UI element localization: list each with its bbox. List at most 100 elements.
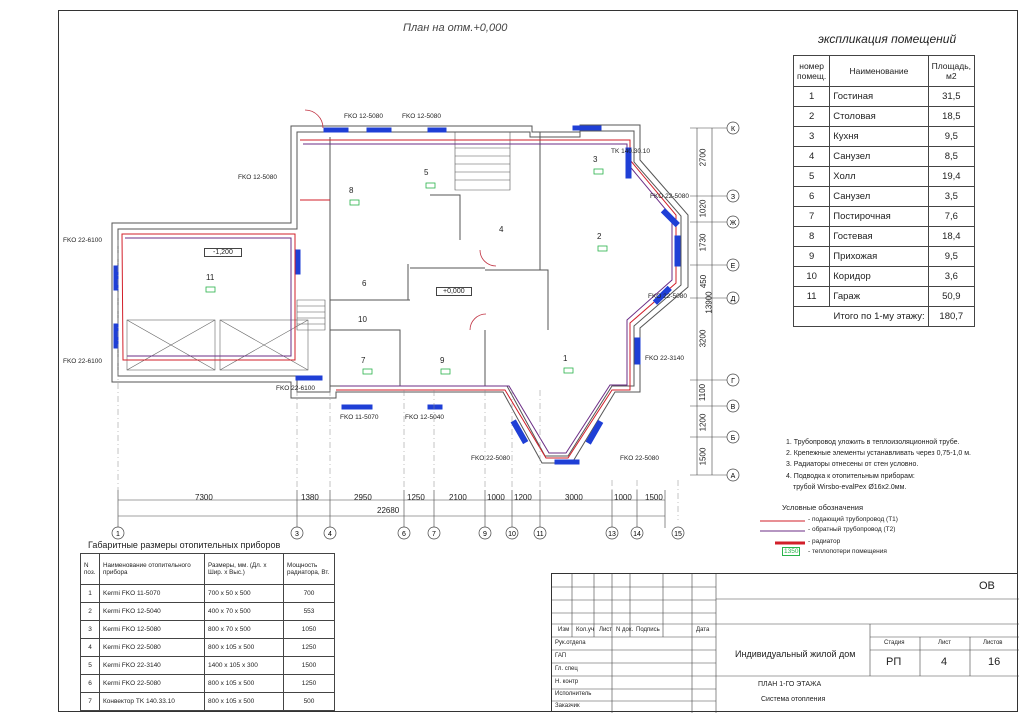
dimension: 1000 bbox=[487, 493, 505, 502]
room-number-6: 6 bbox=[362, 279, 367, 288]
drawing-sheet-frame bbox=[58, 10, 1018, 712]
power-cell: 553 bbox=[283, 602, 335, 621]
room-number-11: 11 bbox=[206, 273, 215, 282]
axis-label: 9 bbox=[483, 531, 487, 538]
size-cell: 800 x 105 x 500 bbox=[204, 674, 284, 693]
radiator-label: FKO 12-5080 bbox=[402, 113, 442, 120]
axis-label: В bbox=[731, 404, 736, 411]
position-cell: 5 bbox=[80, 656, 100, 675]
device-name-cell: Kermi FKO 12-5080 bbox=[99, 620, 205, 639]
room-number-7: 7 bbox=[361, 356, 366, 365]
axis-bubble-right: Б bbox=[726, 430, 740, 444]
radiator-label: FKO 22-3140 bbox=[645, 355, 685, 362]
room-name-cell: Гараж bbox=[829, 286, 929, 307]
column-header: номер помещ. bbox=[792, 55, 831, 87]
dimension: 1250 bbox=[407, 493, 425, 502]
axis-bubble-right: Д bbox=[726, 291, 740, 305]
radiator-label: FKO 12-5040 bbox=[405, 414, 445, 421]
legend-item-heat-loss: - теплопотери помещения bbox=[808, 548, 887, 555]
room-name-cell: Гостевая bbox=[829, 226, 929, 247]
position-cell: 7 bbox=[80, 692, 100, 711]
size-cell: 800 x 70 x 500 bbox=[204, 620, 284, 639]
axis-label: 13 bbox=[608, 531, 616, 538]
room-area-cell: 3,6 bbox=[927, 266, 976, 287]
axis-label: Ж bbox=[730, 220, 737, 227]
position-cell: 6 bbox=[80, 674, 100, 693]
room-area-cell: 50,9 bbox=[927, 286, 976, 307]
dimension: 1500 bbox=[645, 493, 663, 502]
table-header-row: номер помещ. Наименование Площадь, м2 bbox=[792, 55, 976, 87]
room-area-cell: 9,5 bbox=[927, 126, 976, 147]
axis-bubble-bottom: 11 bbox=[533, 526, 547, 540]
size-cell: 800 x 105 x 500 bbox=[204, 692, 284, 711]
room-area-cell: 7,6 bbox=[927, 206, 976, 227]
heat-loss-marker bbox=[425, 182, 436, 189]
note-line: 1. Трубопровод уложить в теплоизоляционн… bbox=[786, 439, 960, 446]
column-header: N поз. bbox=[80, 553, 100, 585]
axis-bubble-bottom: 9 bbox=[478, 526, 492, 540]
axis-label: 15 bbox=[674, 531, 682, 538]
room-name-cell: Коридор bbox=[829, 266, 929, 287]
table-total-row: Итого по 1-му этажу: 180,7 bbox=[793, 306, 976, 327]
room-number-cell: 10 bbox=[792, 266, 831, 287]
heat-loss-marker bbox=[205, 286, 216, 293]
radiator-label: FKO 22-5080 bbox=[471, 455, 511, 462]
room-number-3: 3 bbox=[593, 155, 598, 164]
total-value: 180,7 bbox=[927, 306, 976, 327]
column-header: Наименование bbox=[829, 55, 929, 87]
room-number-2: 2 bbox=[597, 232, 602, 241]
axis-bubble-bottom: 1 bbox=[111, 526, 125, 540]
stamp-role: Исполнитель bbox=[555, 691, 592, 697]
dimension: 2700 bbox=[698, 148, 708, 167]
sheets-value: 16 bbox=[988, 656, 1001, 668]
room-number-cell: 11 bbox=[792, 286, 831, 307]
legend-item-return: - обратный трубопровод (Т2) bbox=[808, 526, 896, 533]
power-cell: 1250 bbox=[283, 674, 335, 693]
radiator-label: FKO 11-5070 bbox=[340, 414, 379, 421]
dimension: 2950 bbox=[354, 493, 372, 502]
power-cell: 500 bbox=[283, 692, 335, 711]
room-number-cell: 8 bbox=[792, 226, 831, 247]
title-block-grid bbox=[552, 574, 1019, 713]
column-header: Площадь, м2 bbox=[927, 55, 976, 87]
room-name-cell: Санузел bbox=[829, 186, 929, 207]
axis-bubble-bottom: 10 bbox=[505, 526, 519, 540]
stamp-header: Дата bbox=[696, 627, 710, 633]
radiator-label: TK 140.30.10 bbox=[611, 148, 651, 155]
axis-bubble-right: А bbox=[726, 468, 740, 482]
radiator-label: FKO 22-6100 bbox=[63, 358, 103, 365]
radiator-label: FKO 22-5080 bbox=[620, 455, 660, 462]
dimension: 1000 bbox=[614, 493, 632, 502]
room-number-cell: 2 bbox=[792, 106, 831, 127]
axis-label: 4 bbox=[328, 531, 332, 538]
axis-bubble-bottom: 3 bbox=[290, 526, 304, 540]
axis-label: З bbox=[731, 194, 735, 201]
stamp-header: Лист bbox=[599, 627, 613, 633]
axis-label: 14 bbox=[633, 531, 641, 538]
axis-label: А bbox=[731, 473, 736, 480]
power-cell: 1500 bbox=[283, 656, 335, 675]
axis-bubble-bottom: 14 bbox=[630, 526, 644, 540]
device-name-cell: Kermi FKO 11-5070 bbox=[99, 584, 205, 603]
axis-bubble-right: З bbox=[726, 189, 740, 203]
dimension: 1200 bbox=[514, 493, 532, 502]
position-cell: 1 bbox=[80, 584, 100, 603]
heat-loss-marker bbox=[440, 368, 451, 375]
dimension: 2100 bbox=[449, 493, 467, 502]
size-cell: 700 x 50 x 500 bbox=[204, 584, 284, 603]
room-number-5: 5 bbox=[424, 168, 429, 177]
devices-title: Габаритные размеры отопительных приборов bbox=[88, 540, 281, 550]
axis-bubble-right: К bbox=[726, 121, 740, 135]
room-number-cell: 6 bbox=[792, 186, 831, 207]
